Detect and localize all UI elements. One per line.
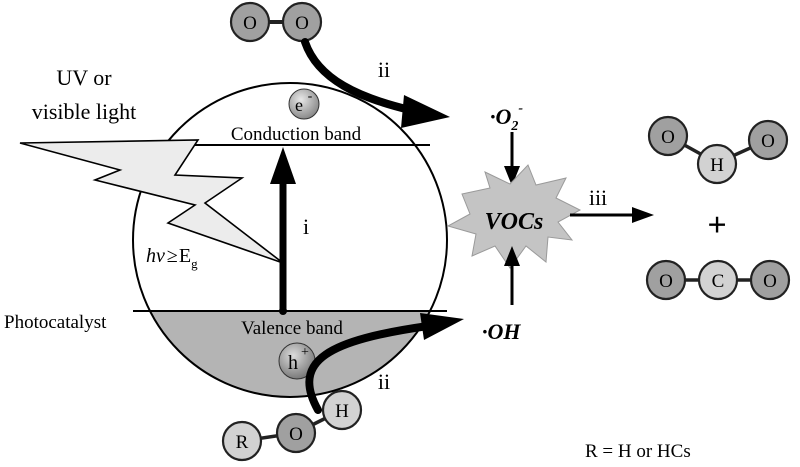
light-source-label-line1: UV or (56, 65, 112, 90)
svg-text:C: C (712, 271, 725, 292)
electron: e - (288, 88, 320, 120)
svg-text:H: H (710, 155, 724, 176)
excitation-arrow (270, 147, 296, 315)
oxygen-reduction-arrow (301, 38, 450, 128)
particle-outline (132, 82, 448, 398)
svg-text:O: O (659, 271, 673, 292)
svg-text:-: - (308, 89, 313, 104)
light-bolt-icon (19, 139, 284, 264)
oxygen-molecule: O O (229, 1, 323, 43)
svg-text:O: O (761, 131, 775, 152)
water-molecule: O H O (647, 115, 789, 185)
svg-text:+: + (301, 345, 309, 360)
step-i-label: i (303, 214, 309, 239)
mineralization-arrow (570, 207, 654, 223)
step-ii-top-label: ii (378, 57, 390, 82)
valence-band-label: Valence band (241, 318, 343, 339)
bandgap-condition: hv≥Eg (146, 245, 198, 271)
step-ii-bottom-label: ii (378, 369, 390, 394)
r-group-note: R = H or HCs (585, 441, 691, 462)
superoxide-attack-arrow (504, 132, 520, 186)
plus-sign: + (707, 207, 726, 244)
photocatalyst-label: Photocatalyst (4, 312, 107, 333)
svg-text:O: O (295, 13, 309, 34)
hydroxyl-radical: ·OH (482, 319, 521, 344)
svg-text:O: O (289, 424, 303, 445)
svg-text:R: R (236, 432, 249, 453)
light-source-label-line2: visible light (32, 99, 137, 124)
step-iii-label: iii (589, 185, 607, 210)
hydroxyl-generation-arrow (305, 313, 464, 414)
superoxide-radical: ·O2- (490, 101, 523, 134)
svg-text:h: h (288, 352, 298, 374)
roh-molecule: R O H (221, 389, 363, 462)
vocs-label: VOCs (485, 209, 544, 235)
svg-text:O: O (243, 13, 257, 34)
svg-text:O: O (661, 127, 675, 148)
svg-text:e: e (295, 95, 303, 115)
vocs-burst (446, 164, 582, 269)
svg-text:H: H (335, 401, 349, 422)
hydroxyl-attack-arrow (504, 246, 520, 305)
co2-molecule: O C O (645, 259, 791, 301)
svg-text:O: O (763, 271, 777, 292)
conduction-band-label: Conduction band (231, 124, 362, 145)
